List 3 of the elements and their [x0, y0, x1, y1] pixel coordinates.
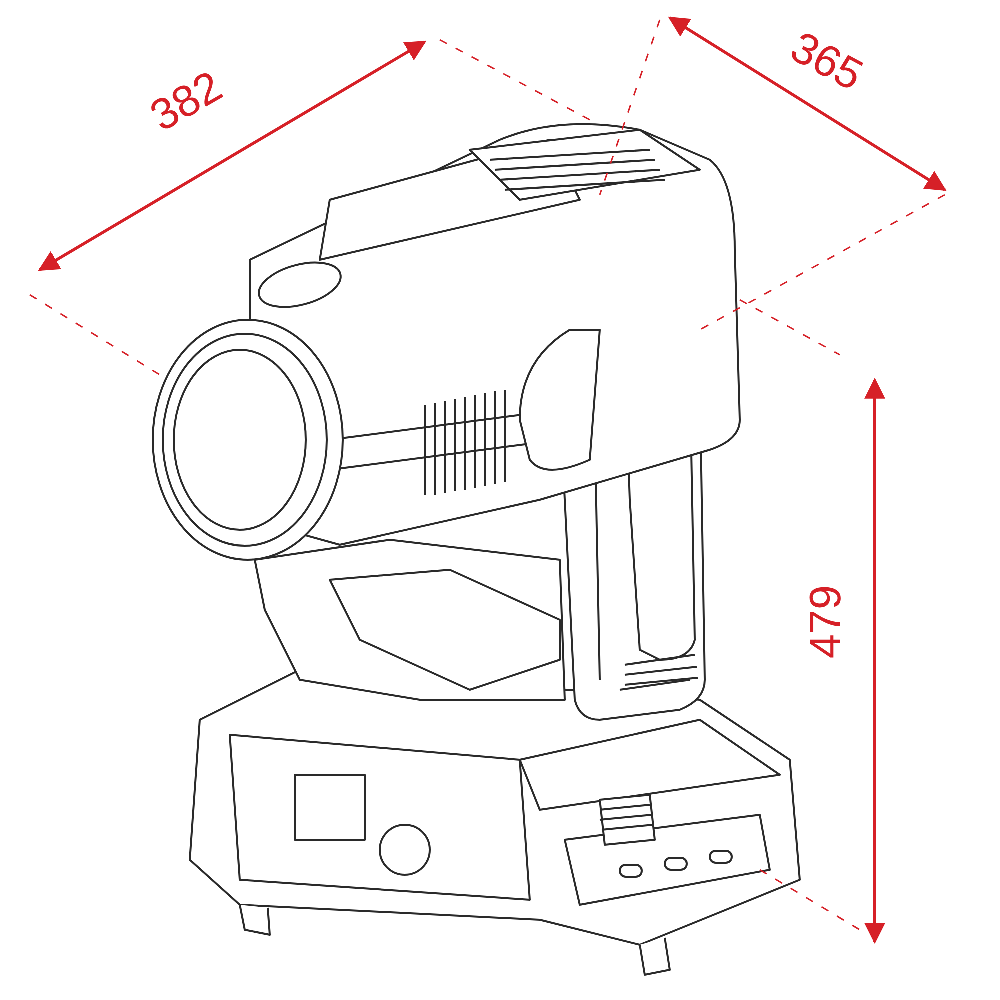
dimension-label: 382 — [144, 64, 230, 140]
dimension-label: 479 — [804, 585, 849, 659]
dimension-label: 365 — [784, 25, 870, 99]
